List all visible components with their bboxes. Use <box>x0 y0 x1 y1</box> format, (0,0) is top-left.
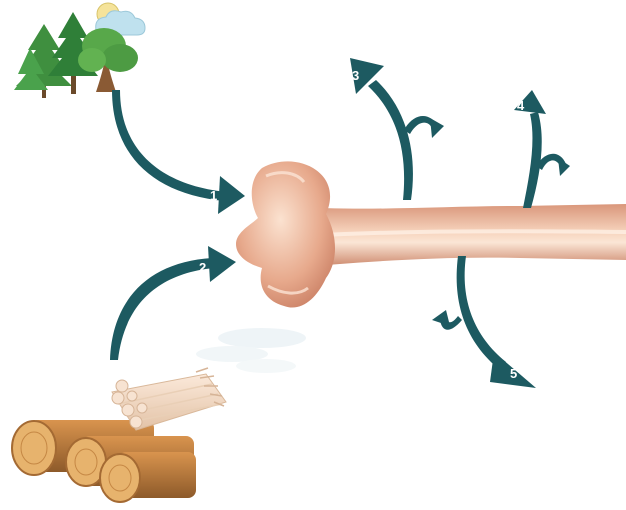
arrow-label-4: 4 <box>517 98 525 113</box>
logs-icon <box>12 420 196 502</box>
steam-icon <box>196 328 306 373</box>
forest-icon <box>14 3 145 98</box>
arrow-5: 5 <box>432 256 536 388</box>
arrow-label-1: 1 <box>210 188 217 203</box>
bone-icon <box>236 161 626 307</box>
arrow-label-2: 2 <box>199 260 206 275</box>
arrow-3: 3 <box>350 58 444 200</box>
arrow-2: 2 <box>110 246 236 360</box>
arrow-1: 1 <box>112 90 245 214</box>
arrow-4: 4 <box>514 90 570 208</box>
arrow-label-5: 5 <box>510 366 517 381</box>
arrow-label-3: 3 <box>352 68 359 83</box>
